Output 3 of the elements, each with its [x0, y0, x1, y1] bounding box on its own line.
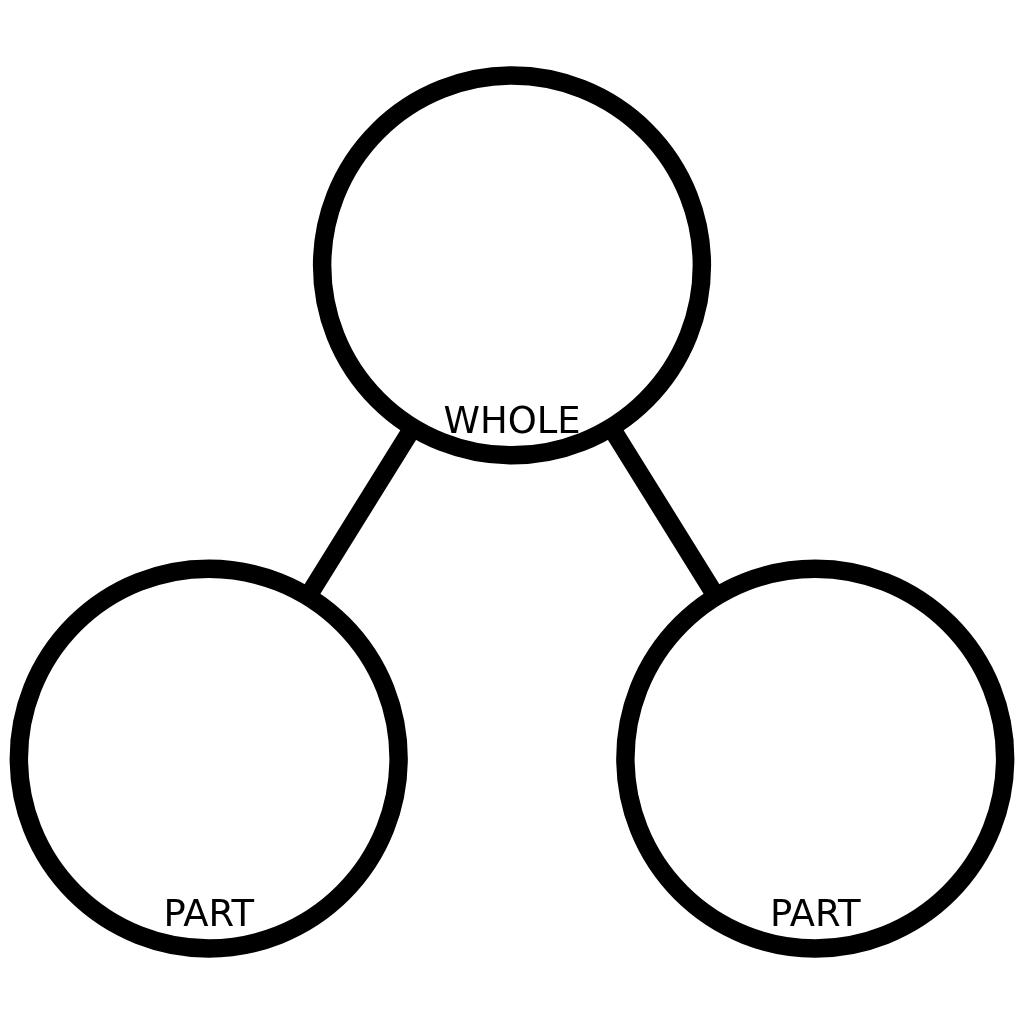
node-circle: WHOLE — [312, 66, 712, 465]
node-circle: PART — [616, 559, 1015, 958]
node-circle: PART — [9, 559, 408, 958]
